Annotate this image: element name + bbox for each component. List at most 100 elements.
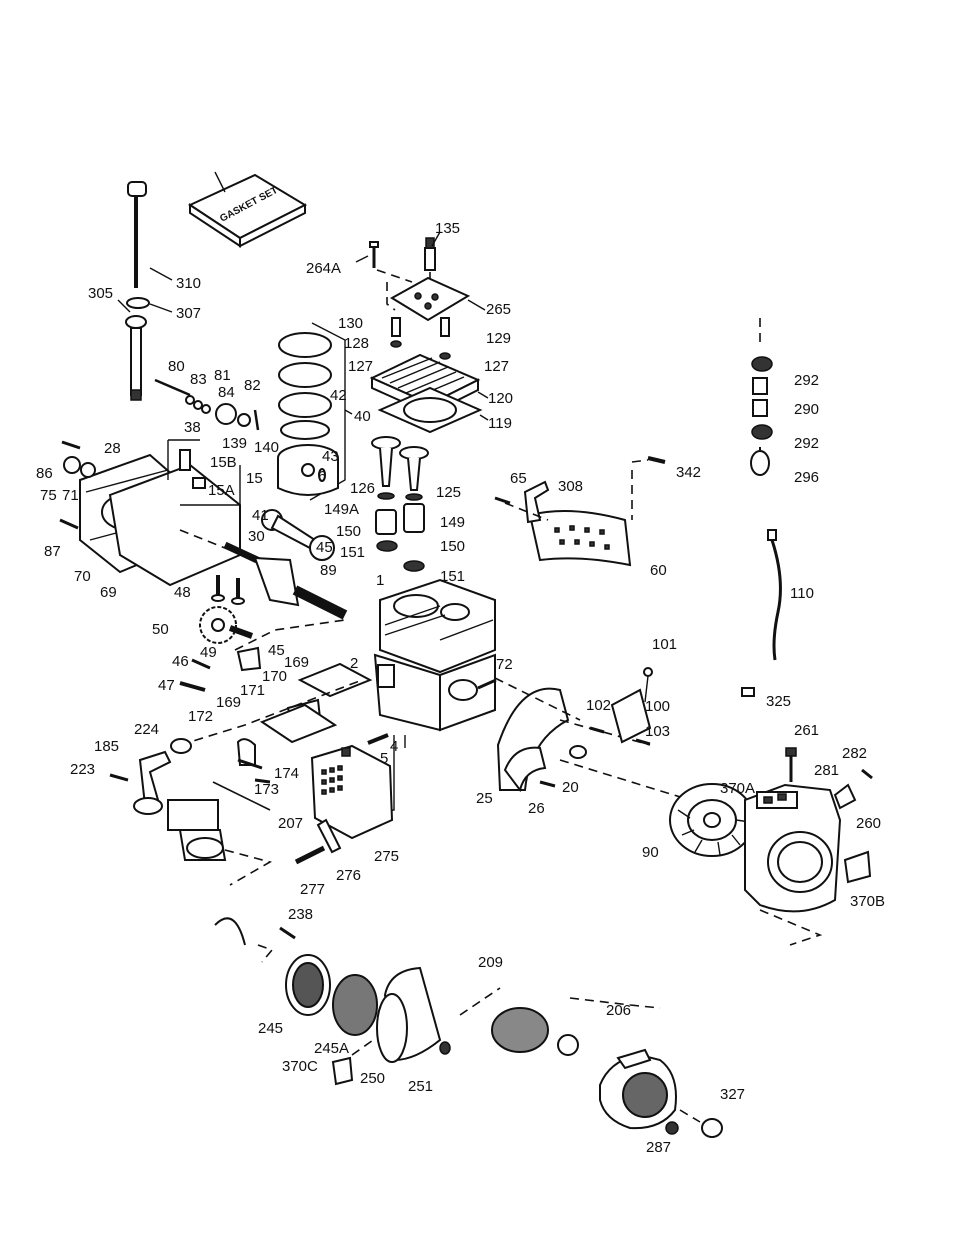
- label-125: 125: [436, 484, 461, 501]
- label-370B: 370B: [850, 893, 885, 910]
- bolt-4: [367, 733, 389, 745]
- label-38: 38: [184, 419, 201, 436]
- air-cleaner-cover-250: [376, 966, 442, 1063]
- gasket-set-box: GASKET SET: [187, 171, 308, 248]
- carburetor: [133, 797, 227, 861]
- decal-370B: [843, 850, 872, 884]
- label-127-left: 127: [348, 358, 373, 375]
- part-labels: 135 264A 265 310 305 307 130 128 129 127…: [36, 220, 885, 1156]
- bracket-308: [523, 480, 550, 524]
- label-206: 206: [606, 1002, 631, 1019]
- label-50: 50: [152, 621, 169, 638]
- governor-arm: [179, 449, 206, 489]
- label-260: 260: [856, 815, 881, 832]
- label-149A: 149A: [324, 501, 359, 518]
- label-342: 342: [676, 464, 701, 481]
- clamp-292-upper: [751, 356, 773, 372]
- crankshaft: [223, 541, 348, 620]
- spacer-20: [569, 745, 587, 759]
- ignition-module: [610, 667, 653, 744]
- valve-lifters: [211, 575, 245, 605]
- label-69: 69: [100, 584, 117, 601]
- bolt-223: [109, 773, 129, 782]
- valve-springs: [375, 492, 425, 572]
- label-101: 101: [652, 636, 677, 653]
- screw-342: [647, 456, 666, 464]
- bolt-47: [179, 681, 206, 692]
- label-46: 46: [172, 653, 189, 670]
- back-plate-25: [496, 687, 570, 793]
- bolt-26: [539, 780, 556, 788]
- rewind-starter-206: [599, 1048, 677, 1130]
- flywheel: [669, 783, 755, 857]
- label-307: 307: [176, 305, 201, 322]
- oil-seal-86: [63, 456, 96, 478]
- label-296: 296: [794, 469, 819, 486]
- cylinder-block: [373, 578, 496, 732]
- muffler-bracket-276: [316, 818, 342, 854]
- label-250: 250: [360, 1070, 385, 1087]
- bolt-46: [191, 658, 211, 670]
- label-81: 81: [214, 367, 231, 384]
- label-370A: 370A: [720, 780, 755, 797]
- label-84: 84: [218, 384, 235, 401]
- label-128: 128: [344, 335, 369, 352]
- decal-327: [701, 1118, 723, 1138]
- bolt-72: [477, 678, 497, 690]
- label-170: 170: [262, 668, 287, 685]
- label-282: 282: [842, 745, 867, 762]
- label-87: 87: [44, 543, 61, 560]
- knob-251: [439, 1041, 451, 1055]
- label-151-left: 151: [340, 544, 365, 561]
- clamp-292-lower: [751, 424, 773, 440]
- label-251: 251: [408, 1078, 433, 1095]
- spark-plug: [424, 231, 441, 271]
- dipstick: [127, 181, 173, 288]
- label-173: 173: [254, 781, 279, 798]
- label-45-lower: 45: [268, 642, 285, 659]
- wrist-pin-clip: [318, 468, 326, 482]
- label-43: 43: [322, 448, 339, 465]
- piston: [277, 444, 339, 496]
- label-4: 4: [390, 738, 398, 755]
- air-cleaner-arc: [214, 917, 246, 946]
- label-89: 89: [320, 562, 337, 579]
- label-185: 185: [94, 738, 119, 755]
- label-71: 71: [62, 487, 79, 504]
- oil-seal-ring: [117, 297, 173, 313]
- label-80: 80: [168, 358, 185, 375]
- screw-287: [665, 1121, 679, 1135]
- label-370C: 370C: [282, 1058, 318, 1075]
- label-26: 26: [528, 800, 545, 817]
- label-149: 149: [440, 514, 465, 531]
- label-276: 276: [336, 867, 361, 884]
- cover-bolt: [59, 440, 81, 530]
- label-129: 129: [486, 330, 511, 347]
- label-15B: 15B: [210, 454, 237, 471]
- label-223: 223: [70, 761, 95, 778]
- camshaft-gear: [199, 606, 254, 644]
- clip-325: [741, 687, 755, 697]
- label-119: 119: [488, 415, 512, 432]
- ground-wire-110: [767, 529, 782, 661]
- label-292-upper: 292: [794, 372, 819, 389]
- pre-cleaner-245A: [332, 974, 378, 1036]
- label-60: 60: [650, 562, 667, 579]
- label-139: 139: [222, 435, 247, 452]
- label-290: 290: [794, 401, 819, 418]
- label-277: 277: [300, 881, 325, 898]
- label-310: 310: [176, 275, 201, 292]
- label-135: 135: [435, 220, 460, 237]
- label-86: 86: [36, 465, 53, 482]
- intake-elbow-185: [138, 750, 172, 807]
- label-70: 70: [74, 568, 91, 585]
- label-15A: 15A: [208, 482, 235, 499]
- label-45-upper: 45: [316, 539, 333, 556]
- label-169-upper: 169: [284, 654, 309, 671]
- valve-exhaust: [399, 446, 429, 491]
- head-gasket: [377, 386, 489, 434]
- label-224: 224: [134, 721, 159, 738]
- label-172: 172: [188, 708, 213, 725]
- label-48: 48: [174, 584, 191, 601]
- valve-intake: [371, 436, 401, 487]
